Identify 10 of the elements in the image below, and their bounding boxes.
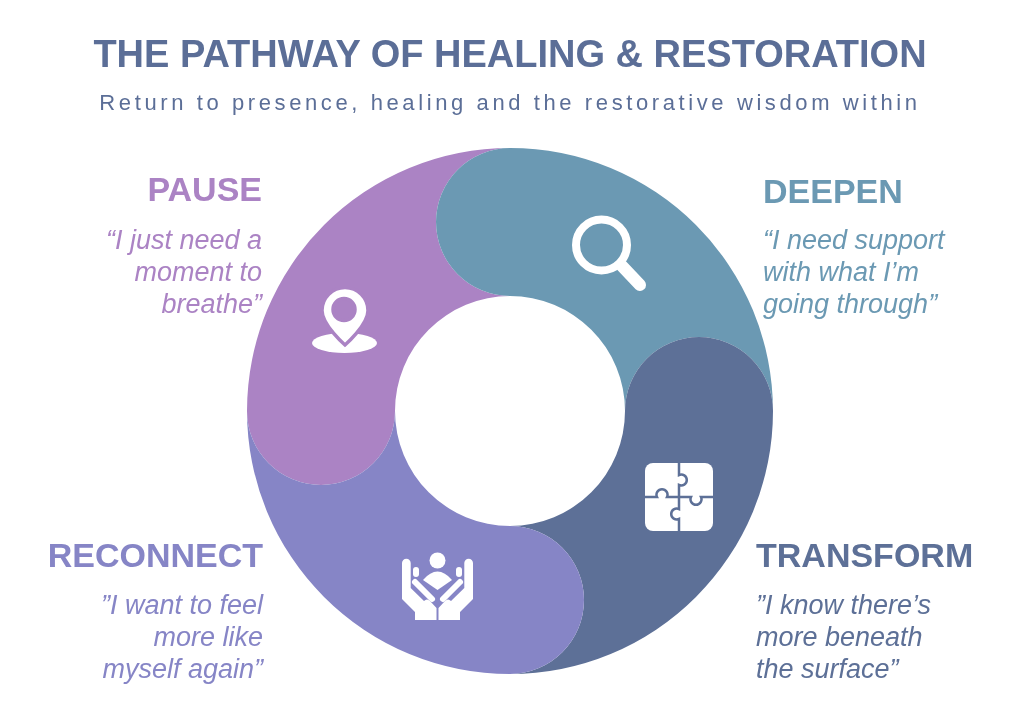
quote-text: ”I want to feel more like myself again” bbox=[99, 589, 263, 685]
subtitle: Return to presence, healing and the restorative wisdom within bbox=[99, 90, 921, 115]
step-heading: PAUSE bbox=[147, 169, 262, 209]
step-heading: DEEPEN bbox=[763, 171, 903, 211]
quote-text: ”I know there’s more beneath the surface” bbox=[756, 589, 933, 685]
quote-text: “I need support with what I’m going through” bbox=[763, 224, 947, 320]
step-heading: TRANSFORM bbox=[756, 535, 974, 575]
step-heading: RECONNECT bbox=[47, 535, 263, 575]
quote-text: “I just need a moment to breathe” bbox=[104, 224, 262, 320]
title: THE PATHWAY OF HEALING & RESTORATION bbox=[93, 33, 927, 75]
